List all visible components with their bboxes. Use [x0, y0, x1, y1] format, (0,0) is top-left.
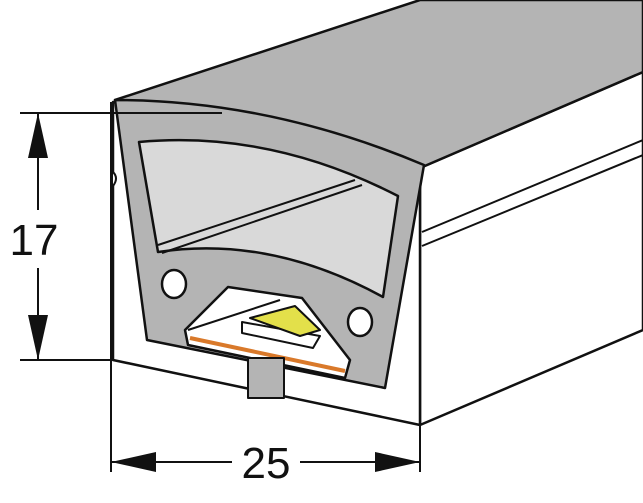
arrow-right-icon [375, 452, 420, 472]
height-label: 17 [10, 216, 59, 265]
left-notch [112, 171, 117, 187]
hole-left [160, 268, 188, 300]
pcb-strip [189, 336, 346, 373]
diffuser-line [157, 179, 363, 254]
side-groove [421, 139, 643, 247]
led-chip [249, 305, 321, 337]
arrow-down-icon [28, 315, 48, 360]
hole-right [346, 306, 374, 338]
arrow-up-icon [28, 113, 48, 158]
diffuser-window [137, 138, 400, 299]
cavity-line [187, 299, 281, 331]
width-label: 25 [242, 439, 291, 488]
arrow-left-icon [111, 452, 156, 472]
mounting-stem [247, 357, 285, 399]
